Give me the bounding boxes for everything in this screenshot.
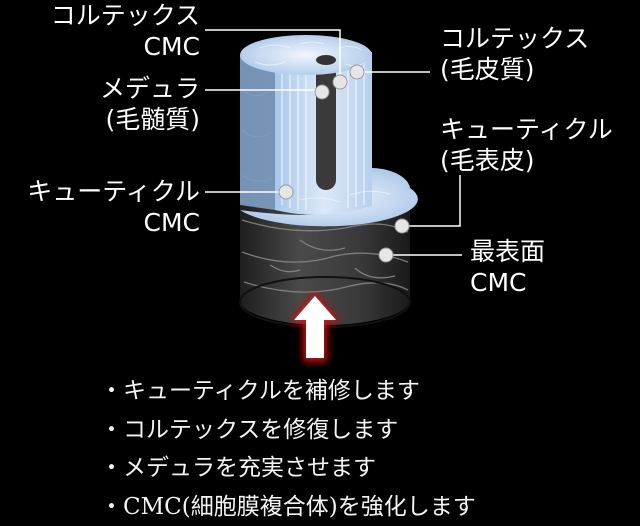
label-cuticle: キューティクル (毛表皮)	[440, 114, 613, 176]
label-cuticle-line1: キューティクル	[440, 114, 613, 145]
benefit-item: ・CMC(細胞膜複合体)を強化します	[100, 488, 476, 526]
benefit-item: ・コルテックスを修復します	[100, 411, 476, 450]
benefit-item: ・キューティクルを補修します	[100, 372, 476, 411]
benefit-item: ・メデュラを充実させます	[100, 449, 476, 488]
cuticle-cut-band	[240, 52, 275, 210]
label-cortex-cmc-line1: コルテックス	[51, 0, 200, 31]
label-medulla-line2: (毛髄質)	[100, 104, 200, 135]
benefit-list: ・キューティクルを補修します ・コルテックスを修復します ・メデュラを充実させま…	[100, 372, 476, 526]
label-cortex-line2: (毛皮質)	[440, 54, 589, 85]
label-cuticle-cmc-line2: CMC	[27, 207, 200, 238]
label-cortex-cmc-line2: CMC	[51, 31, 200, 62]
label-medulla: メデュラ (毛髄質)	[100, 73, 200, 135]
label-cortex-cmc: コルテックス CMC	[51, 0, 200, 62]
label-cuticle-line2: (毛表皮)	[440, 145, 613, 176]
label-cortex-line1: コルテックス	[440, 23, 589, 54]
label-cortex: コルテックス (毛皮質)	[440, 23, 589, 85]
label-cuticle-cmc-line1: キューティクル	[27, 176, 200, 207]
label-surface-cmc-line2: CMC	[470, 267, 545, 298]
label-surface-cmc-line1: 最表面	[470, 236, 545, 267]
label-medulla-line1: メデュラ	[100, 73, 200, 104]
label-cuticle-cmc: キューティクル CMC	[27, 176, 200, 238]
label-surface-cmc: 最表面 CMC	[470, 236, 545, 298]
